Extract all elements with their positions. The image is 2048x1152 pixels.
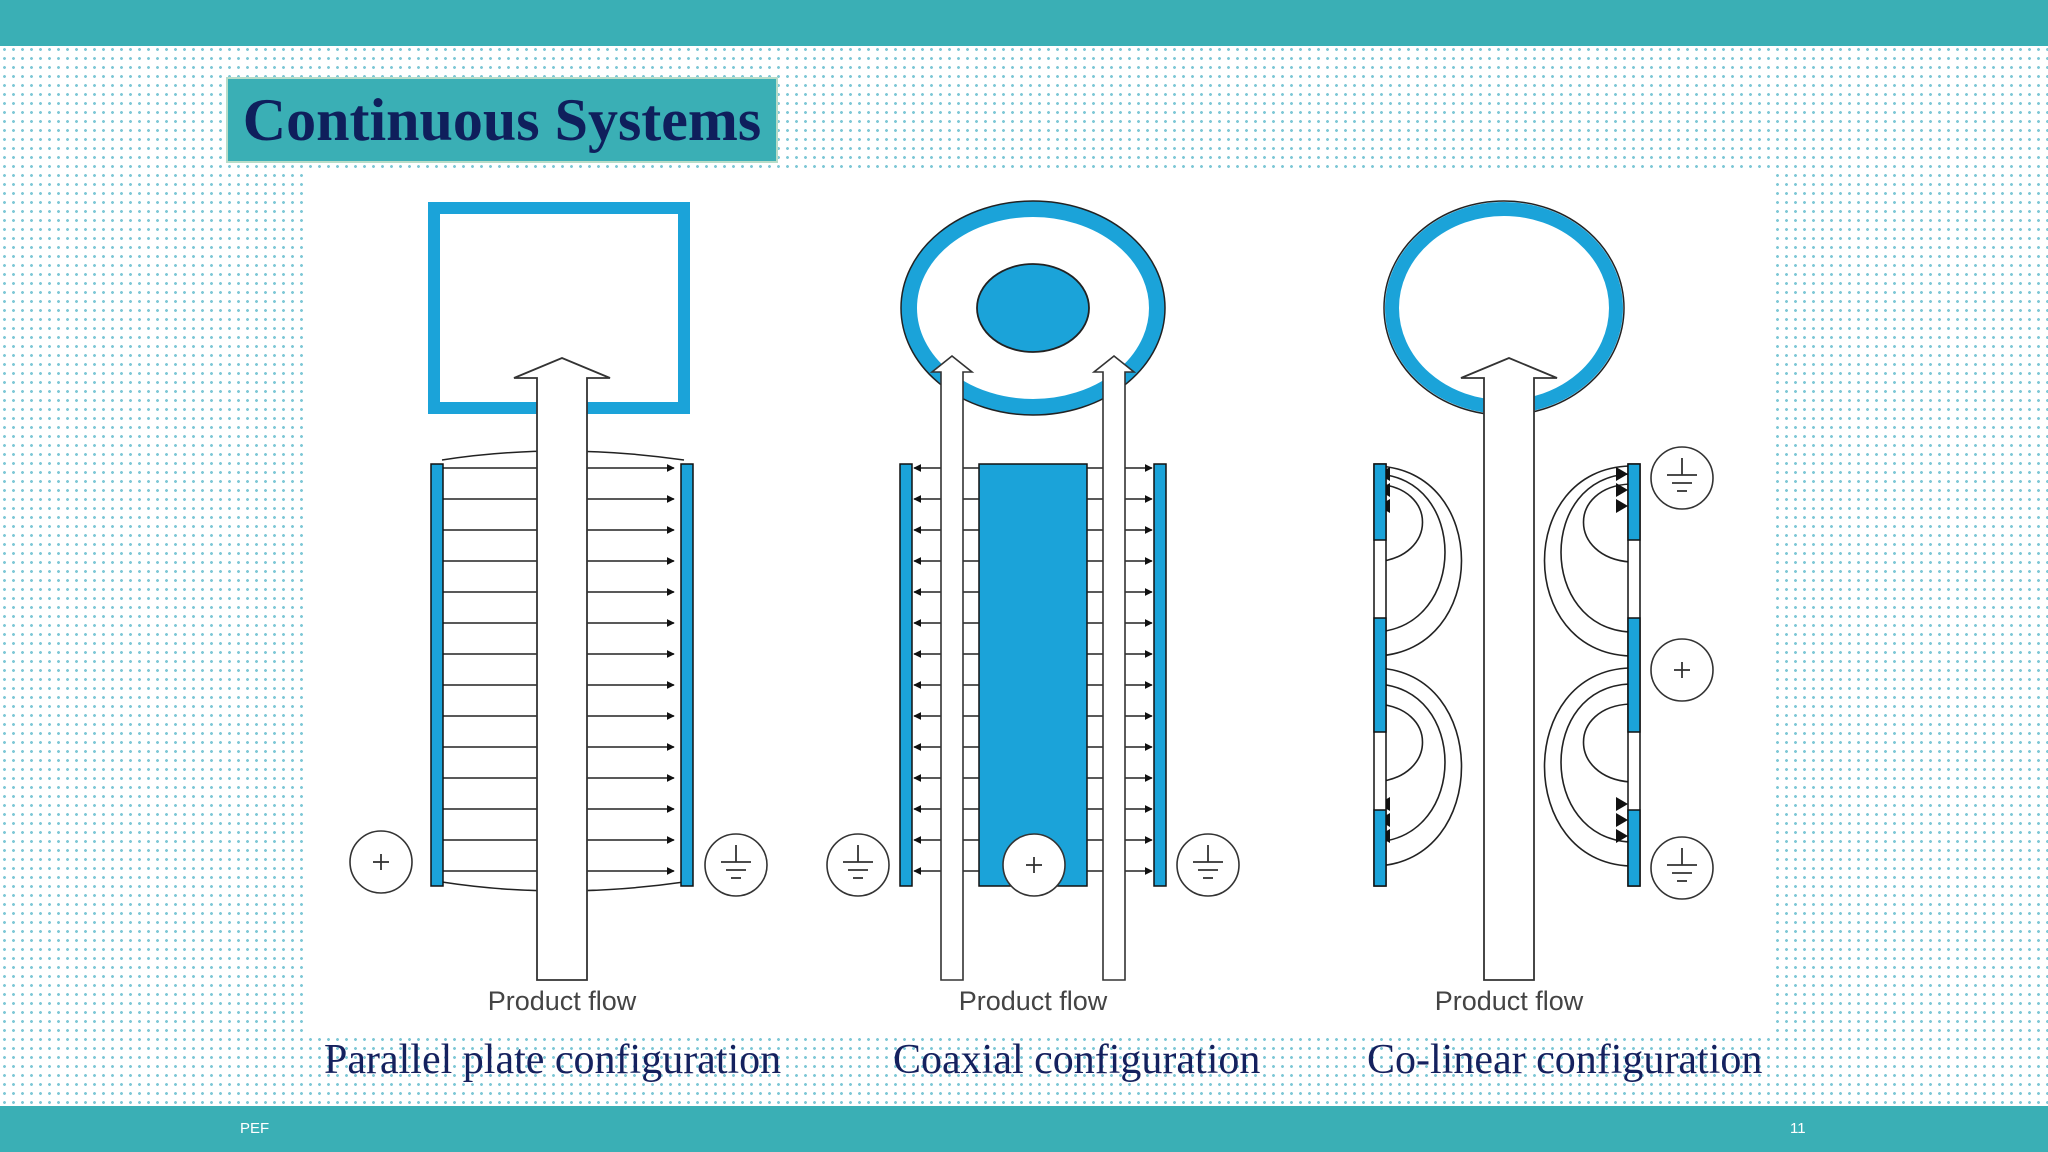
product-flow-label: Product flow <box>488 986 637 1016</box>
field-arrowheads-co-linear <box>1378 467 1628 843</box>
left-segmented-electrodes <box>1373 463 1387 887</box>
product-flow-arrow-left <box>929 354 975 981</box>
outer-right-electrode-plate <box>1153 463 1167 887</box>
coaxial-diagram: Product flow <box>826 200 1240 1016</box>
top-band <box>0 0 2048 46</box>
ground-symbol-right <box>1176 833 1240 897</box>
caption-co-linear: Co-linear configuration <box>1367 1037 1763 1083</box>
page-number: 11 <box>1790 1120 1806 1137</box>
positive-terminal-symbol <box>1002 833 1066 897</box>
slide-title: Continuous Systems <box>242 86 762 153</box>
parallel-plate-diagram: Product flow <box>349 202 768 1016</box>
product-flow-label: Product flow <box>1435 986 1584 1016</box>
positive-electrode-plate <box>430 463 444 887</box>
product-flow-arrow <box>513 357 611 981</box>
positive-terminal-symbol <box>1650 638 1714 702</box>
caption-parallel-plate: Parallel plate configuration <box>324 1037 782 1083</box>
outer-ring-outline <box>900 200 1166 416</box>
product-flow-label: Product flow <box>959 986 1108 1016</box>
ground-electrode-plate <box>680 463 694 887</box>
product-flow-arrow <box>1460 357 1558 981</box>
pef-diagram: Product flow <box>349 200 1714 1016</box>
product-flow-arrow-right <box>1091 354 1137 981</box>
inner-electrode-column <box>978 463 1088 887</box>
ground-symbol-top <box>1650 446 1714 510</box>
figure-panel: Product flow <box>308 172 1772 1032</box>
caption-coaxial: Coaxial configuration <box>893 1037 1261 1083</box>
positive-terminal-symbol <box>349 830 413 894</box>
ground-symbol <box>704 833 768 897</box>
co-linear-diagram: Product flow <box>1373 200 1714 1016</box>
outer-left-electrode-plate <box>899 463 913 887</box>
ground-symbol-left <box>826 833 890 897</box>
ground-symbol-bottom <box>1650 836 1714 900</box>
bottom-band <box>0 1106 2048 1152</box>
field-lines-co-linear <box>1375 465 1631 867</box>
inner-core-electrode <box>976 263 1090 353</box>
right-segmented-electrodes <box>1627 463 1641 887</box>
title-box: Continuous Systems <box>226 77 778 163</box>
footer-label: PEF <box>240 1120 270 1137</box>
